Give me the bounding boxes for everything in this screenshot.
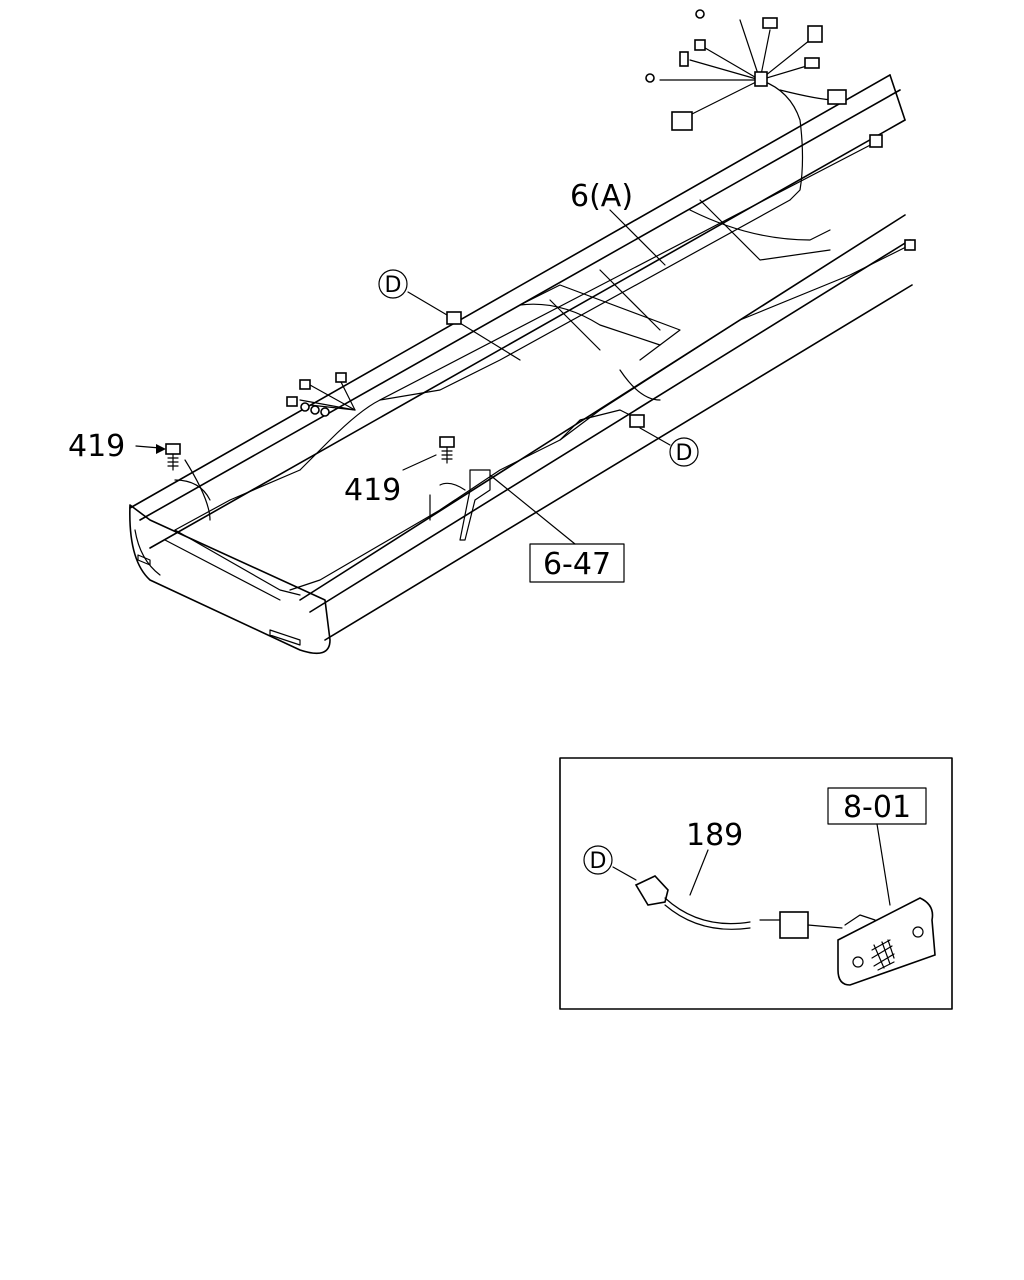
ref-box-center-label: 6-47 <box>543 547 611 582</box>
ref-box-center: 6-47 <box>489 474 625 583</box>
connector-d-right-label: D <box>676 441 693 466</box>
connector-d-right-callout: D <box>639 427 699 467</box>
bolt-center <box>439 436 455 464</box>
harness-main-leader <box>609 209 666 266</box>
main-harness <box>174 9 916 596</box>
inset-harness-label: 189 <box>686 818 743 853</box>
harness-main-label: 6(A) <box>570 179 633 214</box>
ref-box-inset-label: 8-01 <box>843 790 911 825</box>
bolt-left <box>165 443 181 471</box>
arrow-head-icon <box>156 444 166 454</box>
connector-d-upper-callout: D <box>378 269 448 316</box>
bolt-center-callout: 419 <box>344 454 437 508</box>
connector-d-inset-label: D <box>590 849 607 874</box>
front-bumper <box>129 504 331 655</box>
bolt-center-label: 419 <box>344 473 401 508</box>
connector-d-upper-label: D <box>385 273 402 298</box>
chassis-frame <box>129 74 913 641</box>
bolt-left-label: 419 <box>68 429 125 464</box>
bolt-left-callout: 419 <box>68 429 166 464</box>
inset-detail: 8-01 189 D <box>559 757 953 1010</box>
